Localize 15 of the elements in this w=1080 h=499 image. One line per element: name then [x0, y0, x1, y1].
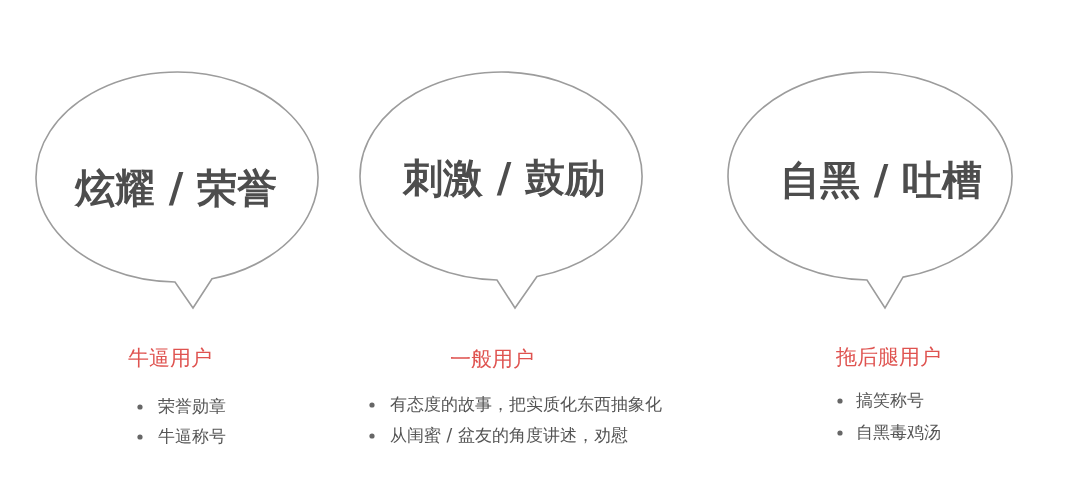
- bubble-text: 刺激 / 鼓励: [402, 156, 606, 200]
- bullet-text: 荣誉勋章: [158, 397, 226, 417]
- bullet-text: 从闺蜜 / 盆友的角度讲述，劝慰: [390, 426, 628, 446]
- user-type-heading: 拖后腿用户: [836, 346, 941, 370]
- bullet-text: 搞笑称号: [856, 391, 924, 411]
- speech-bubble: [726, 70, 1014, 310]
- bullet-text: 自黑毒鸡汤: [856, 423, 941, 443]
- bullet-text: 牛逼称号: [158, 427, 226, 447]
- bubble-text: 自黑 / 吐槽: [779, 158, 983, 202]
- speech-bubble: [34, 70, 320, 310]
- bubble-text: 炫耀 / 荣誉: [74, 166, 278, 210]
- bullet-text: 有态度的故事，把实质化东西抽象化: [390, 395, 662, 415]
- speech-bubble: [358, 70, 644, 310]
- user-type-heading: 一般用户: [450, 348, 534, 372]
- user-type-heading: 牛逼用户: [128, 347, 212, 371]
